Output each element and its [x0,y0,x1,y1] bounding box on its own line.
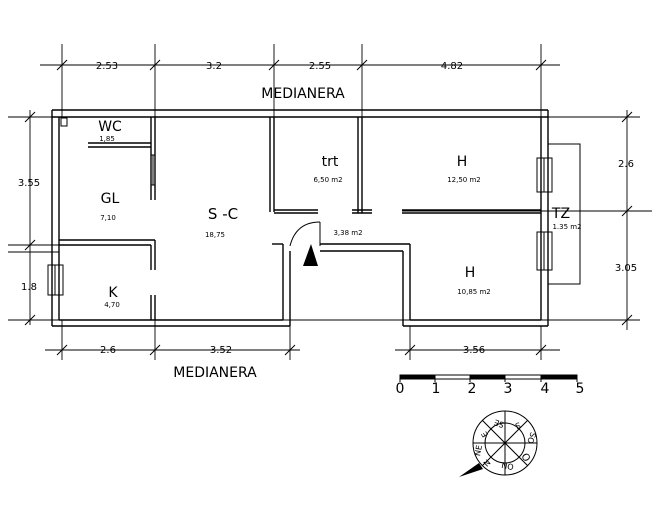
compass-so: SO [525,431,537,445]
dim-bottom-1: 2.6 [100,345,116,356]
walls [51,109,549,327]
scale-tick-5: 5 [576,381,585,397]
room-name-k: K [108,285,118,301]
room-area-h-bottom: 10,85 m2 [457,288,491,296]
compass-no: NO [501,461,515,472]
compass-o: O [518,452,532,464]
dim-bottom-3: 3.56 [463,345,485,356]
entrance-door [289,221,321,266]
scale-bar: 0 1 2 3 4 5 [396,374,585,397]
room-area-k: 4,70 [104,301,120,309]
scale-tick-1: 1 [432,381,441,397]
dim-top-4: 4.82 [441,61,463,72]
dim-left-1: 3.55 [18,178,40,189]
compass-e: E [480,430,490,439]
dim-right-2: 3.05 [615,263,637,274]
room-name-h-bottom: H [465,265,476,281]
room-area-gl: 7,10 [100,214,116,222]
room-area-wc: 1,85 [99,135,115,143]
dimension-lines [8,44,640,360]
dim-top-1: 2.53 [96,61,118,72]
dim-right-1: 2.6 [618,159,634,170]
room-area-trt: 6,50 m2 [313,176,342,184]
north-arrow-icon [459,463,483,477]
room-area-h-top: 12,50 m2 [447,176,481,184]
room-area-tz: 1.35 m2 [552,223,581,231]
scale-tick-2: 2 [468,381,477,397]
compass-se: SE [493,417,506,429]
room-name-tz: TZ [551,206,570,222]
scale-tick-0: 0 [396,381,405,397]
room-name-trt: trt [322,154,339,170]
party-wall-label-top: MEDIANERA [261,86,345,102]
room-area-hall: 3,38 m2 [333,229,362,237]
room-name-sc: S -C [208,205,238,223]
compass-ne: NE [473,444,484,456]
compass-n: N [482,458,493,469]
dim-left-2: 1.8 [21,282,37,293]
terrace-outline [547,143,581,285]
windows [47,117,553,296]
compass-s: S [514,420,522,430]
entrance-arrow [303,244,318,266]
room-labels: WC 1,85 GL 7,10 S -C 18,75 trt 6,50 m2 H… [98,119,581,309]
room-area-sc: 18,75 [205,231,225,239]
party-wall-label-bottom: MEDIANERA [173,365,257,381]
room-name-h-top: H [457,154,468,170]
room-name-wc: WC [98,119,122,135]
scale-tick-3: 3 [504,381,513,397]
compass-rose: N NE E SE S SO O NO [459,410,538,477]
dim-top-3: 2.55 [309,61,331,72]
room-name-gl: GL [101,191,120,207]
scale-tick-4: 4 [541,381,550,397]
dimension-labels: 2.53 3.2 2.55 4.82 3.55 1.8 2.6 3.05 2.6… [18,61,637,356]
dim-top-2: 3.2 [206,61,222,72]
dim-bottom-2: 3.52 [210,345,232,356]
